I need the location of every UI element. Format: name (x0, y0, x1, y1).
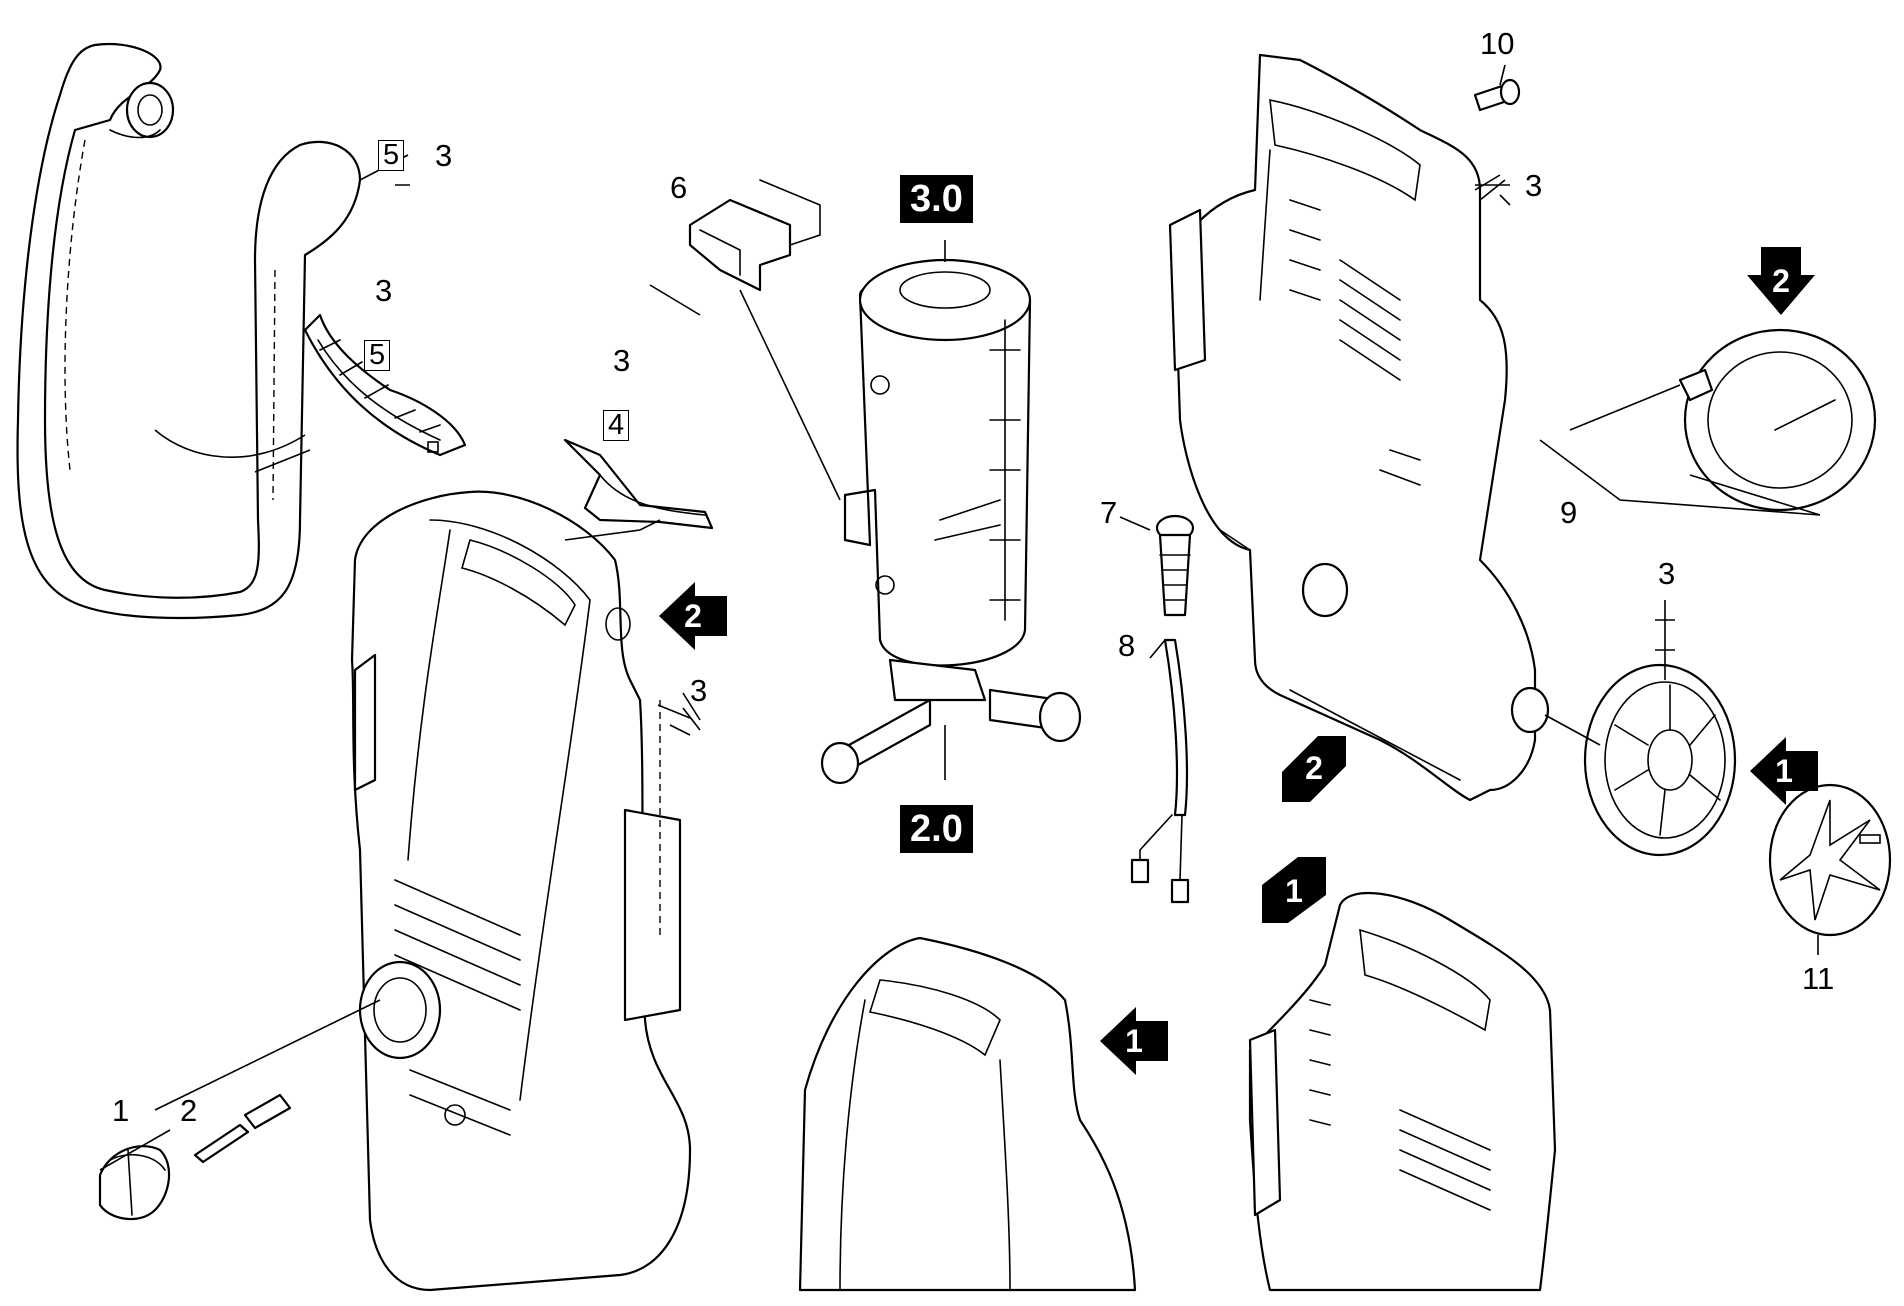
clip-part (563, 438, 714, 530)
view-marker-rear-detail: 1 (1258, 855, 1330, 927)
section-badge-3-0: 3.0 (900, 175, 973, 223)
callout-3-clip: 3 (613, 343, 631, 378)
view-marker-front-side: 2 (657, 580, 729, 652)
rear-detail-view (1248, 891, 1557, 1292)
plug-part (1155, 514, 1195, 617)
callout-2: 2 (180, 1093, 198, 1128)
up-right-arrow-icon (1282, 736, 1346, 802)
screw-part (1473, 78, 1521, 112)
section-badge-2-0: 2.0 (900, 805, 973, 853)
trim-strip-part (303, 313, 467, 457)
front-housing-part (350, 490, 692, 1292)
view-marker-wheel-side: 1 (1748, 735, 1820, 807)
view-marker-front-detail: 1 (1098, 1005, 1170, 1077)
left-arrow-icon (1100, 1007, 1168, 1075)
left-arrow-icon (659, 582, 727, 650)
callout-6: 6 (670, 170, 688, 205)
cable-part (1130, 638, 1190, 904)
knob-part (98, 1145, 171, 1221)
switch-part (688, 179, 821, 292)
callout-11: 11 (1802, 961, 1835, 996)
callout-5-trim: 5 (364, 340, 391, 371)
down-arrow-icon (1747, 247, 1815, 315)
wheel-part (1678, 328, 1877, 512)
front-detail-view (798, 936, 1137, 1292)
left-arrow-icon (1750, 737, 1818, 805)
callout-1: 1 (112, 1093, 130, 1128)
callout-8: 8 (1118, 628, 1136, 663)
callout-3-wheel: 3 (1658, 556, 1676, 591)
callout-3-rear: 3 (1525, 168, 1543, 203)
callout-3-handle: 3 (435, 138, 453, 173)
callout-10: 10 (1480, 26, 1515, 61)
callout-7: 7 (1100, 495, 1118, 530)
spoked-wheel-part (1583, 663, 1737, 857)
callout-3-housing: 3 (690, 673, 708, 708)
callout-5-handle: 5 (378, 140, 405, 171)
callout-9: 9 (1560, 495, 1578, 530)
pump-unit-part (820, 258, 1082, 785)
hubcap-part (1768, 783, 1892, 937)
handle-part (16, 42, 362, 620)
leader-lines (99, 64, 1821, 1171)
view-marker-wheel-top: 2 (1745, 245, 1817, 317)
callout-4: 4 (603, 410, 630, 441)
callout-3-trim: 3 (375, 273, 393, 308)
view-marker-rear-bottom: 2 (1278, 732, 1350, 804)
down-left-arrow-icon (1262, 857, 1326, 923)
shaft-part (193, 1093, 292, 1164)
rear-housing-part (1168, 53, 1550, 802)
